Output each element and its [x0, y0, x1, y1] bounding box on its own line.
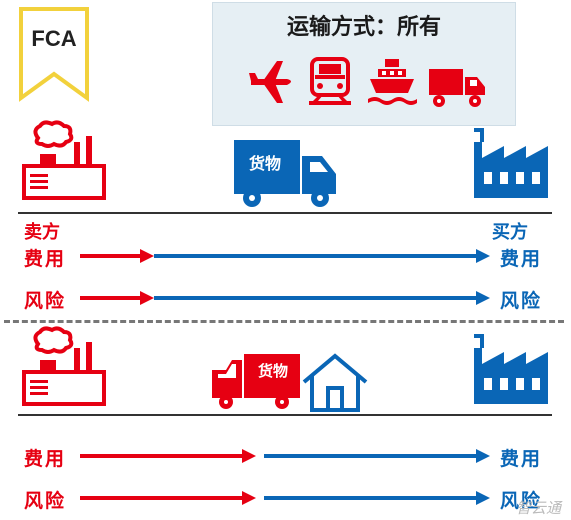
cost-end-label: 费用	[500, 248, 543, 270]
seller-factory-icon	[22, 120, 106, 200]
seller-label: 卖方	[24, 222, 60, 243]
section-divider	[18, 414, 552, 416]
buyer-factory-icon	[474, 334, 548, 404]
section-divider	[18, 212, 552, 214]
cargo-truck-red: 货物	[210, 352, 302, 410]
buyer-factory-icon	[474, 128, 548, 198]
cost-start-label: 费用	[24, 248, 67, 270]
transport-mode-panel: 运输方式：所有	[212, 2, 516, 126]
airplane-icon	[249, 61, 291, 103]
truck-icon	[212, 354, 300, 409]
section-divider-dashed	[4, 320, 564, 323]
risk-arrow	[80, 291, 490, 305]
buyer-label: 买方	[492, 222, 528, 243]
cost-arrow	[80, 449, 490, 463]
seller-factory-icon	[22, 326, 106, 406]
risk-start-label: 风险	[24, 290, 67, 312]
warehouse-house-icon	[302, 353, 368, 412]
cargo-label: 货物	[257, 362, 288, 380]
risk-arrow	[80, 491, 490, 505]
risk-end-label: 风险	[500, 490, 543, 512]
risk-end-label: 风险	[500, 290, 543, 312]
banner-shape	[19, 7, 89, 102]
section1-arrows	[80, 249, 490, 305]
incoterm-label: FCA	[31, 26, 77, 51]
cargo-truck-blue: 货物	[232, 138, 342, 208]
transport-mode-title: 运输方式：所有	[286, 15, 441, 40]
truck-icon	[429, 69, 485, 107]
truck-icon	[234, 140, 336, 207]
cost-arrow	[80, 249, 490, 263]
section2-arrows	[80, 449, 490, 505]
cost-start-label: 费用	[24, 448, 67, 470]
cargo-label: 货物	[248, 154, 281, 173]
train-icon	[309, 57, 351, 105]
watermark: 智云通	[515, 499, 561, 517]
risk-start-label: 风险	[24, 490, 67, 512]
cost-end-label: 费用	[500, 448, 543, 470]
fca-banner: FCA	[18, 6, 90, 102]
ship-icon	[368, 59, 417, 105]
